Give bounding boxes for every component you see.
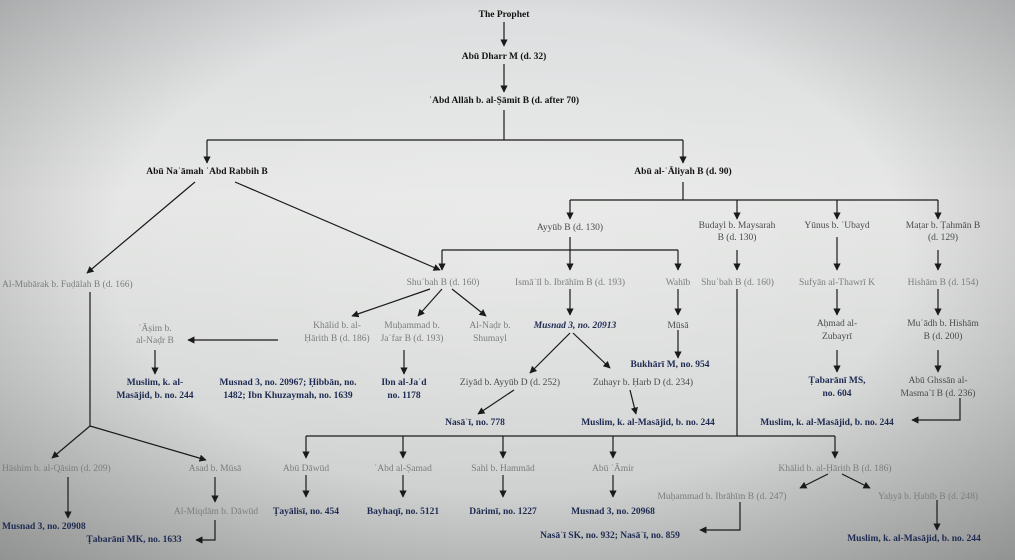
node-tayalisi: Ṭayālisī, no. 454	[273, 507, 339, 517]
node-muslim244-c: Muslim, k. al-Masājid, b. no. 244	[760, 418, 894, 428]
node-muhammad-jafar-line1: Muḥammad b.	[384, 321, 440, 331]
node-abu-amir: Abū ʿĀmir	[592, 464, 634, 474]
node-bukhari: Bukhārī M, no. 954	[630, 360, 710, 370]
node-abu-ghassan-line2: Masmaʿī B (d. 236)	[900, 389, 976, 399]
node-abd-allah: ʿAbd Allāh b. al-Ṣāmit B (d. after 70)	[429, 96, 579, 106]
node-ahmad-line1: Aḥmad al-	[816, 319, 858, 329]
node-musnad-20968: Musnad 3, no. 20968	[571, 507, 655, 517]
node-budayl-line1: Budayl b. Maysarah	[698, 221, 776, 231]
edge-ziyad-nasai	[477, 389, 515, 415]
node-matar-line1: Maṭar b. Ṭahmān B	[905, 221, 981, 231]
node-mubarak: Al-Mubārak b. Fuḍālah B (d. 166)	[2, 280, 133, 290]
edge-abughassan-muslim	[911, 398, 961, 424]
node-muslim244-d: Muslim, k. al-Masājid, b. no. 244	[847, 534, 981, 544]
node-nasai-sk: Nasāʾī SK, no. 932; Nasāʾī, no. 859	[540, 531, 680, 541]
node-ziyad: Ziyād b. Ayyūb D (d. 252)	[459, 378, 561, 388]
node-muslim244-a-line2: Masājid, b. no. 244	[116, 391, 194, 401]
edge-miqdam-tabarani	[195, 520, 216, 544]
node-yunus: Yūnus b. ʿUbayd	[804, 221, 870, 231]
node-hisham: Hishām B (d. 154)	[907, 278, 979, 288]
node-abu-dharr: Abū Dharr M (d. 32)	[461, 52, 547, 62]
node-musnad-20908: Musnad 3, no. 20908	[2, 522, 86, 532]
node-abu-al-aliyah: Abū al-ʿĀliyah B (d. 90)	[634, 167, 732, 177]
edge-khalid2-muhammad	[799, 473, 829, 489]
node-prophet: The Prophet	[478, 10, 530, 20]
node-matar-line2: (d. 129)	[927, 233, 959, 243]
node-bayhaqi: Bayhaqī, no. 5121	[366, 507, 440, 517]
node-nasai-778: Nasāʾī, no. 778	[445, 418, 505, 428]
node-ibn-jad-line2: no. 1178	[387, 391, 421, 401]
node-muslim244-a-line1: Muslim, k. al-	[126, 378, 184, 388]
node-muadh-line1: Muʿādh b. Hishām	[907, 319, 979, 329]
node-tabarani-mk: Ṭabarānī MK, no. 1633	[86, 535, 182, 545]
edge-shubah-muhammad	[417, 288, 443, 317]
edge-abunaamah-mubarak	[86, 181, 196, 274]
edge-zuhayr-muslim	[629, 389, 638, 415]
node-asim-line2: al-Naḍr B	[136, 336, 174, 346]
node-asim-line1: ʿĀṣim b.	[138, 324, 172, 334]
node-yahya: Yaḥyā b. Ḥabīb B (d. 248)	[877, 492, 979, 502]
edge-mubarak-hashim	[51, 425, 91, 459]
node-shubah-left: Shuʿbah B (d. 160)	[406, 278, 480, 288]
node-ahmad-line2: Zubayrī	[821, 332, 853, 342]
node-musnad-20967-line2: 1482; Ibn Khuzaymah, no. 1639	[223, 391, 353, 401]
node-ibn-jad-line1: Ibn al-Jaʿd	[381, 378, 427, 388]
edge-muhammad-nasai	[699, 502, 741, 534]
node-musnad-20967-line1: Musnad 3, no. 20967; Ḥibbān, no.	[219, 378, 357, 388]
edge-musnad-ziyad	[529, 332, 571, 374]
node-budayl-line2: B (d. 130)	[717, 233, 757, 243]
edge-shubah-nadr	[451, 288, 487, 317]
node-ayyub: Ayyūb B (d. 130)	[536, 223, 604, 233]
node-khalid1-line2: Ḥārith B (d. 186)	[304, 334, 370, 344]
node-wahib: Wahīb	[665, 278, 691, 288]
node-khalid1-line1: Khālid b. al-	[313, 321, 361, 331]
node-muadh-line2: B (d. 200)	[923, 332, 963, 342]
node-muhammad-jafar-line2: Jaʿfar B (d. 193)	[380, 334, 444, 344]
node-zuhayr: Zuhayr b. Ḥarb D (d. 234)	[593, 378, 693, 388]
node-hashim-qasim: Hāshim b. al-Qāsim (d. 209)	[2, 464, 111, 474]
node-asad: Asad b. Mūsā	[188, 464, 242, 474]
edge-musnad-zuhayr	[572, 332, 611, 369]
node-khalid2: Khālid b. al-Ḥārith B (d. 186)	[778, 464, 892, 474]
node-ismail: Ismāʿīl b. Ibrāhīm B (d. 193)	[514, 278, 626, 288]
node-muhammad-ibrahim: Muḥammad b. Ibrāhīm B (d. 247)	[657, 492, 787, 502]
node-tabarani-ms-line2: no. 604	[822, 389, 852, 399]
node-musa: Mūsā	[667, 321, 689, 331]
node-nadr-line2: Shumayl	[473, 334, 507, 344]
edge-abunaamah-shubah	[234, 181, 441, 271]
edge-khalid2-yahya	[841, 473, 871, 489]
node-musnad-20913: Musnad 3, no. 20913	[533, 321, 617, 331]
node-muslim244-b: Muslim, k. al-Masājid, b. no. 244	[581, 418, 715, 428]
edge-shubah-khalid	[351, 288, 431, 318]
node-darimi: Dārimī, no. 1227	[469, 507, 537, 517]
node-shubah-right: Shuʿbah B (d. 160)	[701, 278, 774, 288]
node-miqdam: Al-Miqdām b. Dāwūd	[173, 507, 259, 517]
node-abd-samad: ʿAbd al-Ṣamad	[374, 464, 432, 474]
node-sahl: Sahl b. Hammād	[471, 464, 535, 474]
edge-mubarak-asad	[89, 425, 207, 462]
node-abu-naamah: Abū Naʿāmah ʿAbd Rabbih B	[146, 167, 268, 177]
node-nadr-line1: Al-Naḍr b.	[469, 321, 511, 331]
node-abu-ghassan-line1: Abū Ghssān al-	[908, 376, 968, 386]
node-abu-dawud: Abū Dāwūd	[282, 464, 330, 474]
node-sufyan: Sufyān al-Thawrī K	[799, 278, 875, 288]
node-tabarani-ms-line1: Ṭabarānī MS,	[808, 376, 866, 386]
